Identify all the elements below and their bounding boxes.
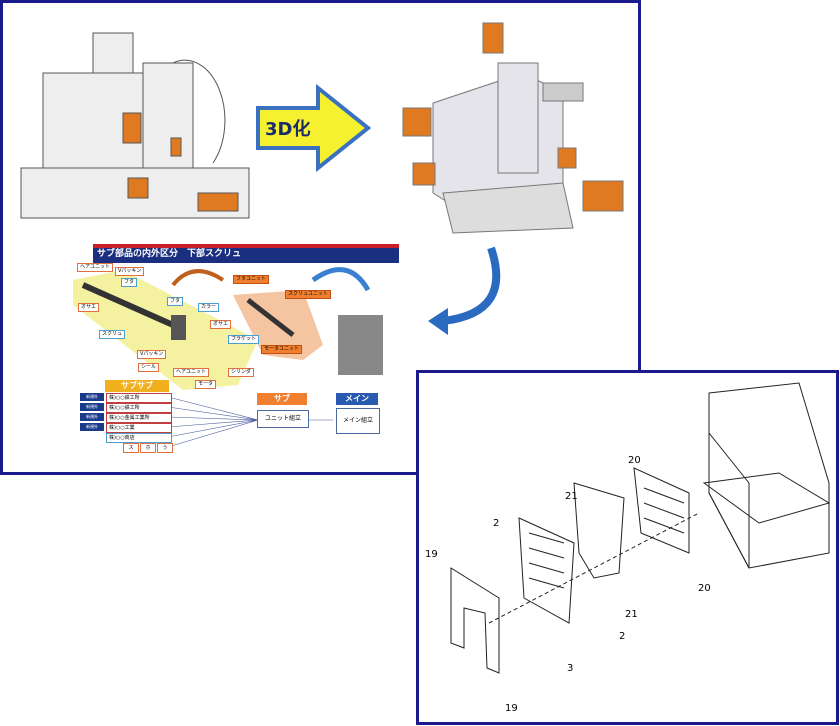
part-label: カラー: [198, 303, 220, 312]
part-label: ヘアユニット: [77, 263, 114, 272]
badge: 新規外: [80, 403, 104, 411]
part-label: スクリュ: [99, 330, 126, 339]
part-label: モータ: [195, 380, 217, 389]
main-assembly-box: メイン組立: [336, 408, 380, 434]
before-after-3d-panel: 3D化 サブ部品の内外区分 下部スクリュ ヘアユニット Vパッキン フタ オサエ…: [0, 0, 641, 475]
badge: 新規外: [80, 393, 104, 401]
exploded-view-panel: 20 21 2 19 21 2 3 19 20: [416, 370, 839, 725]
3d-machine-model: [402, 22, 624, 234]
part-number: 19: [425, 549, 438, 560]
part-number: 21: [625, 609, 638, 620]
badge: 新規外: [80, 423, 104, 431]
company-row: 株)○○金属工業所: [106, 413, 172, 423]
part-number: 20: [628, 455, 641, 466]
slide-title: サブ部品の内外区分 下部スクリュ: [93, 244, 399, 263]
sub-header: サブ: [257, 393, 307, 405]
subsub-header: サブサブ: [105, 380, 169, 392]
slide-graphics: [73, 267, 383, 448]
part-label: シール: [138, 363, 160, 372]
company-row: 株)○○商店: [106, 433, 172, 443]
part-number: 19: [505, 703, 518, 714]
bottom-cell: ホ: [140, 443, 156, 453]
sub-parts-slide: サブ部品の内外区分 下部スクリュ ヘアユニット Vパッキン フタ オサエ スクリ…: [63, 235, 401, 467]
right-arrow-icon: [256, 83, 372, 173]
part-label: シリンダ: [228, 368, 255, 377]
company-row: 株)○○工業: [106, 423, 172, 433]
part-number: 2: [619, 631, 626, 642]
part-label: オサエ: [210, 320, 232, 329]
part-label: ヘアユニット: [173, 368, 210, 377]
part-label: Vパッキン: [115, 267, 145, 276]
main-header: メイン: [336, 393, 378, 405]
company-row: 株)○○鉄工所: [106, 403, 172, 413]
arrow-label: 3D化: [265, 119, 311, 140]
machine-drawings: [20, 22, 624, 335]
part-label: Vパッキン: [137, 350, 167, 359]
part-number: 3: [567, 663, 574, 674]
badge: 新規外: [80, 413, 104, 421]
part-label: オサエ: [78, 303, 100, 312]
unit-assembly-box: ユニット組立: [257, 410, 309, 428]
part-label: ブラケット: [228, 335, 260, 344]
part-label: フタ: [121, 278, 138, 287]
exploded-drawing: [450, 382, 831, 674]
part-number: 21: [565, 491, 578, 502]
unit-label: モータユニット: [261, 345, 303, 354]
bottom-cell: う: [157, 443, 173, 453]
unit-label: フタユニット: [233, 275, 270, 284]
part-number: 20: [698, 583, 711, 594]
company-row: 株)○○鉄工所: [106, 393, 172, 403]
curved-arrow-icon: [442, 246, 501, 325]
part-number: 2: [493, 518, 500, 529]
2d-machine-drawing: [20, 32, 250, 219]
unit-label: スクリュユニット: [285, 290, 332, 299]
part-label: フタ: [167, 297, 184, 306]
bottom-cell: ス: [123, 443, 139, 453]
